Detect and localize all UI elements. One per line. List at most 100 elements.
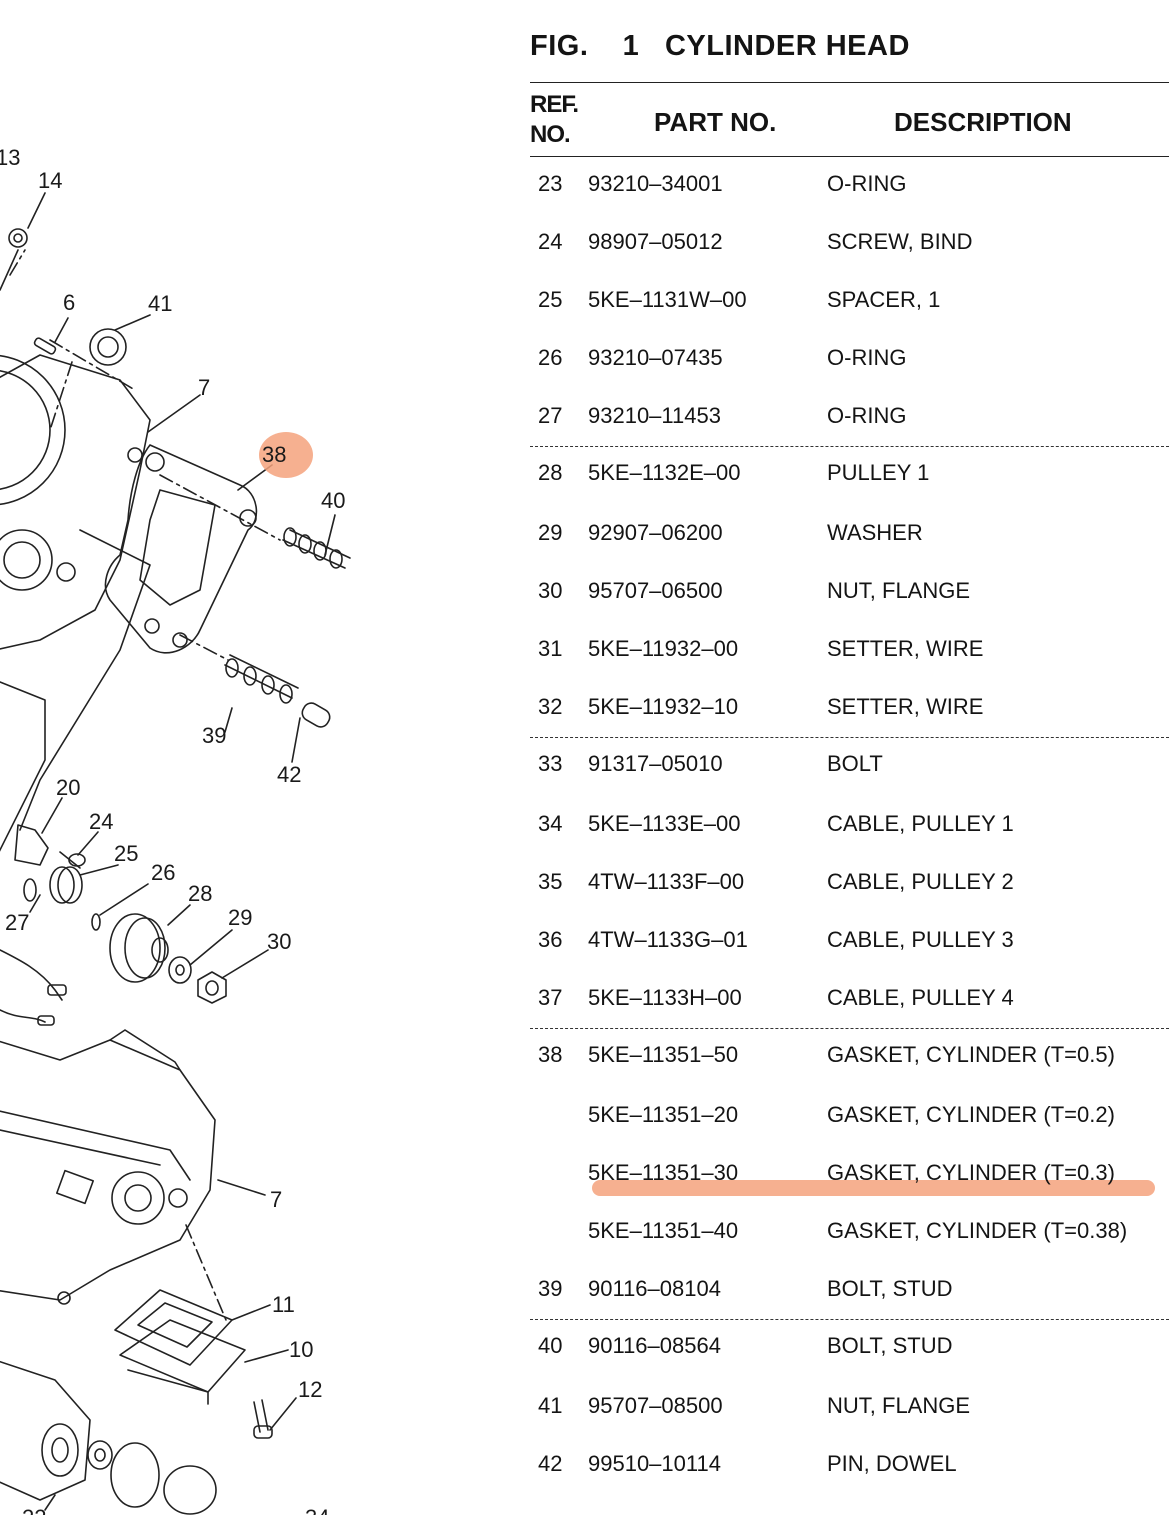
table-row: 31 5KE–11932–00 SETTER, WIRE bbox=[530, 621, 1169, 679]
ref-cell: 26 bbox=[538, 345, 563, 370]
callout-42: 42 bbox=[277, 762, 301, 787]
callout-38-highlight bbox=[259, 432, 313, 478]
callout-25: 25 bbox=[114, 841, 138, 866]
part-no-cell: 93210–07435 bbox=[588, 345, 723, 370]
callout-26: 26 bbox=[151, 860, 175, 885]
part-no-cell: 5KE–11932–00 bbox=[588, 636, 739, 661]
description-cell: SETTER, WIRE bbox=[827, 694, 984, 719]
column-header-ref-line2: NO. bbox=[530, 121, 571, 148]
callout-12: 12 bbox=[298, 1377, 322, 1402]
description-cell: SPACER, 1 bbox=[827, 287, 941, 312]
figure-number: 1 bbox=[622, 30, 640, 62]
ref-cell: 40 bbox=[538, 1333, 563, 1358]
callout-11: 11 bbox=[272, 1292, 295, 1317]
part-no-cell: 5KE–1131W–00 bbox=[588, 287, 747, 312]
ref-cell: 24 bbox=[538, 229, 563, 254]
callout-40: 40 bbox=[321, 488, 345, 513]
table-row: 37 5KE–1133H–00 CABLE, PULLEY 4 bbox=[530, 970, 1169, 1028]
ref-cell: 41 bbox=[538, 1393, 563, 1418]
description-cell: PULLEY 1 bbox=[827, 460, 930, 485]
description-cell: GASKET, CYLINDER (T=0.5) bbox=[827, 1042, 1115, 1067]
figure-title: FIG. 1 CYLINDER HEAD bbox=[530, 30, 910, 63]
part-no-cell: 91317–05010 bbox=[588, 751, 723, 776]
ref-cell: 25 bbox=[538, 287, 563, 312]
ref-cell: 42 bbox=[538, 1451, 563, 1476]
part-no-cell: 93210–11453 bbox=[588, 403, 721, 428]
part-no-cell: 5KE–11351–20 bbox=[588, 1102, 739, 1127]
ref-cell: 33 bbox=[538, 751, 563, 776]
figure-name: CYLINDER HEAD bbox=[664, 30, 910, 62]
ref-cell: 34 bbox=[538, 811, 563, 836]
callout-14: 14 bbox=[38, 168, 62, 193]
part-no-cell: 5KE–1133H–00 bbox=[588, 985, 742, 1010]
callout-38: 38 bbox=[262, 442, 286, 467]
table-row: 29 92907–06200 WASHER bbox=[530, 505, 1169, 563]
part-no-cell: 93210–34001 bbox=[588, 171, 723, 196]
callout-28: 28 bbox=[188, 881, 212, 906]
part-no-cell: 98907–05012 bbox=[588, 229, 723, 254]
description-cell: BOLT, STUD bbox=[827, 1276, 953, 1301]
part-no-cell: 5KE–1133E–00 bbox=[588, 811, 741, 836]
table-row: 40 90116–08564 BOLT, STUD bbox=[530, 1319, 1169, 1378]
table-row: 5KE–11351–40 GASKET, CYLINDER (T=0.38) bbox=[530, 1203, 1169, 1261]
callout-6: 6 bbox=[63, 290, 75, 315]
description-cell: BOLT bbox=[827, 751, 883, 776]
description-cell: CABLE, PULLEY 1 bbox=[827, 811, 1014, 836]
callout-7: 7 bbox=[198, 375, 210, 400]
callout-24: 24 bbox=[89, 809, 113, 834]
part-no-cell: 5KE–11351–30 bbox=[588, 1160, 739, 1185]
table-row: 24 98907–05012 SCREW, BIND bbox=[530, 214, 1169, 272]
title-rule bbox=[530, 82, 1169, 83]
callout-29: 29 bbox=[228, 905, 252, 930]
ref-cell: 31 bbox=[538, 636, 563, 661]
part-no-cell: 5KE–11351–40 bbox=[588, 1218, 739, 1243]
ref-cell: 29 bbox=[538, 520, 563, 545]
description-cell: GASKET, CYLINDER (T=0.38) bbox=[827, 1218, 1128, 1243]
description-cell: CABLE, PULLEY 4 bbox=[827, 985, 1014, 1010]
column-header-ref-no: REF. NO. bbox=[530, 90, 579, 150]
description-cell: WASHER bbox=[827, 520, 923, 545]
part-no-cell: 90116–08564 bbox=[588, 1333, 721, 1358]
part-no-cell: 92907–06200 bbox=[588, 520, 723, 545]
part-no-cell: 95707–06500 bbox=[588, 578, 723, 603]
description-cell: SETTER, WIRE bbox=[827, 636, 984, 661]
description-cell: NUT, FLANGE bbox=[827, 1393, 971, 1418]
description-cell: CABLE, PULLEY 3 bbox=[827, 927, 1014, 952]
table-row: 41 95707–08500 NUT, FLANGE bbox=[530, 1378, 1169, 1436]
figure-label: FIG. bbox=[530, 30, 589, 62]
description-cell: O-RING bbox=[827, 345, 907, 370]
callout-41: 41 bbox=[148, 291, 172, 316]
description-cell: NUT, FLANGE bbox=[827, 578, 971, 603]
ref-cell: 23 bbox=[538, 171, 563, 196]
part-no-cell: 95707–08500 bbox=[588, 1393, 723, 1418]
ref-cell: 27 bbox=[538, 403, 563, 428]
part-no-cell: 5KE–11932–10 bbox=[588, 694, 739, 719]
callout-20: 20 bbox=[56, 775, 80, 800]
part-no-cell: 90116–08104 bbox=[588, 1276, 721, 1301]
description-cell: PIN, DOWEL bbox=[827, 1451, 957, 1476]
description-cell: SCREW, BIND bbox=[827, 229, 973, 254]
table-row: 34 5KE–1133E–00 CABLE, PULLEY 1 bbox=[530, 796, 1169, 854]
table-row: 5KE–11351–30 GASKET, CYLINDER (T=0.3) bbox=[530, 1145, 1169, 1203]
callout-22: 22 bbox=[22, 1505, 46, 1515]
callout-34: 34 bbox=[305, 1505, 329, 1515]
description-cell: BOLT, STUD bbox=[827, 1333, 953, 1358]
part-no-cell: 4TW–1133F–00 bbox=[588, 869, 745, 894]
description-cell: CABLE, PULLEY 2 bbox=[827, 869, 1014, 894]
table-row: 26 93210–07435 O-RING bbox=[530, 330, 1169, 388]
ref-cell: 37 bbox=[538, 985, 563, 1010]
description-cell: GASKET, CYLINDER (T=0.3) bbox=[827, 1160, 1115, 1185]
callout-39: 39 bbox=[202, 723, 226, 748]
